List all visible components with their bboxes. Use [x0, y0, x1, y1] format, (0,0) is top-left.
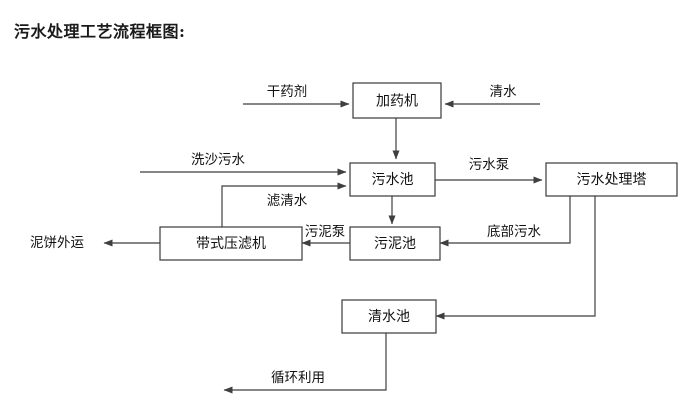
- edge-label-clean-water-in: 清水: [490, 84, 518, 100]
- edge-label-bottom-wastewater: 底部污水: [487, 224, 541, 240]
- node-belt-filter-press[interactable]: 带式压滤机: [159, 226, 303, 261]
- node-sludge-pool[interactable]: 污泥池: [349, 226, 441, 261]
- edge-label-sand-wash-wastewater: 洗沙污水: [191, 152, 245, 168]
- node-dosing-machine-label: 加药机: [376, 94, 418, 110]
- page-title: 污水处理工艺流程框图:: [14, 22, 186, 41]
- node-clean-water-pool-label: 清水池: [368, 309, 410, 325]
- edge-label-filtrate: 滤清水: [267, 193, 308, 209]
- terminal-label-recycle-use: 循环利用: [271, 370, 325, 386]
- node-dosing-machine[interactable]: 加药机: [352, 82, 442, 119]
- edge-bottom-wastewater-to-sludge-pool: [439, 196, 571, 247]
- terminal-label-mud-cake-out: 泥饼外运: [30, 235, 84, 251]
- node-treatment-tower-label: 污水处理塔: [577, 172, 647, 188]
- node-clean-water-pool[interactable]: 清水池: [341, 299, 437, 334]
- node-sludge-pool-label: 污泥池: [374, 236, 416, 252]
- edge-label-dry-chemical: 干药剂: [267, 84, 308, 100]
- edge-clean-water-to-recycle: [223, 332, 387, 394]
- edge-tower-to-clean-water-pool: [435, 196, 596, 320]
- node-wastewater-pool[interactable]: 污水池: [349, 162, 436, 197]
- node-wastewater-pool-label: 污水池: [372, 172, 414, 188]
- node-belt-filter-press-label: 带式压滤机: [196, 236, 266, 252]
- edge-filtrate-to-wastewater-pool: [221, 182, 347, 228]
- edge-label-sludge-pump: 污泥泵: [305, 224, 346, 240]
- node-treatment-tower[interactable]: 污水处理塔: [545, 162, 678, 197]
- edge-label-wastewater-pump: 污水泵: [469, 157, 510, 173]
